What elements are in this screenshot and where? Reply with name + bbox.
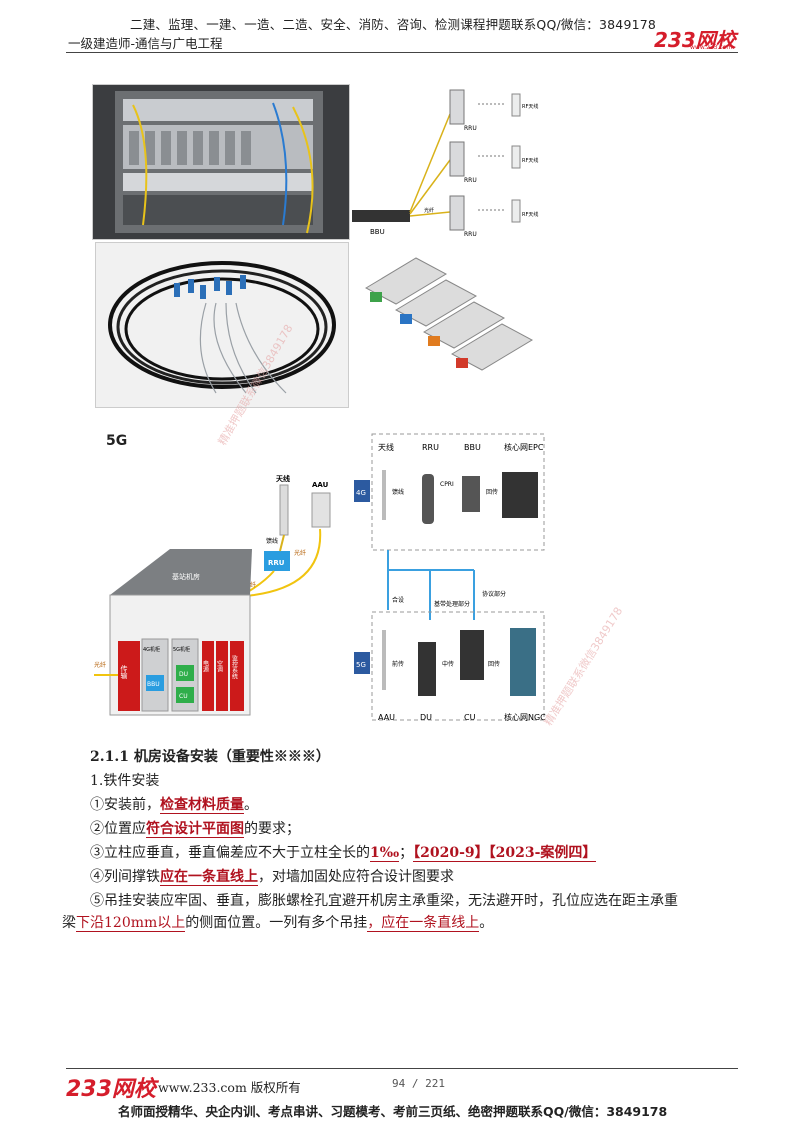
item-1-highlight: 检查材料质量 bbox=[160, 797, 244, 814]
station-antenna-label: 天线 bbox=[276, 474, 290, 483]
evolution-diagram: 天线 RRU BBU 核心网EPC 4G 馈线 CPRI 回传 合设 基带处理部… bbox=[354, 430, 550, 730]
item-5-highlight-1: 下沿120mm以上 bbox=[76, 915, 186, 932]
station-aau-label: AAU bbox=[312, 481, 329, 489]
station-rru-label: RRU bbox=[268, 559, 285, 567]
item-5-l2-post: 。 bbox=[479, 915, 494, 931]
evo-label-5g: 5G bbox=[356, 661, 366, 669]
item-5-highlight-2: ，应在一条直线上 bbox=[367, 915, 480, 932]
evo-f-aau: AAU bbox=[378, 713, 395, 722]
evo-midhaul: 中传 bbox=[442, 660, 454, 668]
item-1-pre: ①安装前， bbox=[90, 797, 160, 813]
header-subtitle: 一级建造师-通信与广电工程 bbox=[68, 36, 223, 51]
item-3-mid: ； bbox=[399, 845, 414, 861]
station-cu-label: CU bbox=[179, 693, 188, 700]
item-5-l2-mid: 的侧面位置。一列有多个吊挂 bbox=[185, 915, 368, 931]
station-ac-label: 空调 bbox=[216, 659, 223, 673]
header-divider bbox=[66, 52, 738, 53]
item-3: ③立柱应垂直，垂直偏差应不大于立柱全长的1‰；【2020-9】【2023-案例四… bbox=[90, 842, 597, 865]
base-station-diagram: 天线 AAU 馈线 RRU 光纤 光纤 基站机房 传输 4G机柜 BBU 5G机… bbox=[94, 455, 354, 717]
item-2-post: 的要求； bbox=[244, 821, 300, 837]
item-5-line-2: 梁下沿120mm以上的侧面位置。一列有多个吊挂，应在一条直线上。 bbox=[62, 912, 493, 935]
station-fiber-in-label: 光纤 bbox=[94, 661, 106, 669]
evo-f-core: 核心网NGC bbox=[504, 712, 546, 722]
item-4-pre: ④列间撑铁 bbox=[90, 869, 160, 885]
evo-h-antenna: 天线 bbox=[378, 442, 394, 452]
watermark-2: 精准押题联系微信3849178 bbox=[541, 604, 626, 728]
item-3-highlight: 1‰ bbox=[370, 845, 400, 862]
item-5-line-1: ⑤吊挂安装应牢固、垂直，膨胀螺栓孔宜避开机房主承重梁，无法避开时，孔位应选在距主… bbox=[90, 893, 678, 909]
evo-backhaul: 回传 bbox=[486, 488, 498, 496]
station-cab5g-label: 5G机柜 bbox=[173, 646, 190, 653]
station-monitor-label: 监控系统 bbox=[231, 654, 238, 680]
station-feeder-label: 馈线 bbox=[266, 537, 278, 545]
evo-split1: 基带处理部分 bbox=[434, 600, 470, 608]
evo-fronthaul: 前传 bbox=[392, 660, 404, 668]
item-2: ②位置应符合设计平面图的要求； bbox=[90, 818, 300, 841]
sfp-modules-photo bbox=[356, 248, 546, 380]
evo-h-core: 核心网EPC bbox=[504, 442, 544, 452]
station-transmission-label: 传输 bbox=[120, 664, 128, 680]
page-number: 94 / 221 bbox=[392, 1077, 445, 1090]
rru-label-1: RRU bbox=[464, 125, 477, 132]
evo-f-du: DU bbox=[420, 713, 432, 722]
item-4: ④列间撑铁应在一条直线上，对墙加固处应符合设计图要求 bbox=[90, 866, 454, 889]
footer-copyright: www.233.com 版权所有 bbox=[158, 1080, 301, 1095]
rru-label-3: RRU bbox=[464, 231, 477, 238]
fiber-cable-graphic bbox=[108, 261, 336, 394]
header-logo-url: www.233.com bbox=[690, 44, 733, 51]
item-3-exam-tag: 【2020-9】【2023-案例四】 bbox=[413, 845, 597, 862]
bbu-label: BBU bbox=[370, 228, 385, 236]
section-heading: 2.1.1 机房设备安装（重要性※※※） bbox=[90, 749, 330, 765]
item-3-pre: ③立柱应垂直，垂直偏差应不大于立柱全长的 bbox=[90, 845, 370, 861]
base-station-graphic: 天线 AAU 馈线 RRU 光纤 光纤 基站机房 传输 4G机柜 BBU 5G机… bbox=[94, 474, 331, 716]
station-du-label: DU bbox=[179, 671, 188, 678]
rru-bbu-graphic: BBU 光纤 RRU RRU RRU RF天线 RF天线 RF天线 bbox=[352, 89, 538, 238]
evo-merge: 合设 bbox=[392, 596, 404, 604]
evo-backhaul2: 回传 bbox=[488, 660, 500, 668]
cabinet-photo-graphic bbox=[93, 85, 349, 239]
station-fiber2-label: 光纤 bbox=[294, 549, 306, 557]
item-2-highlight: 符合设计平面图 bbox=[146, 821, 244, 838]
fiber-label: 光纤 bbox=[424, 207, 434, 214]
station-room-label: 基站机房 bbox=[172, 572, 200, 581]
evo-h-rru: RRU bbox=[422, 443, 439, 452]
sfp-modules-graphic bbox=[364, 257, 534, 371]
footer-divider bbox=[66, 1068, 738, 1069]
antenna-label-3: RF天线 bbox=[522, 211, 538, 218]
item-1: ①安装前，检查材料质量。 bbox=[90, 794, 258, 817]
item-1-post: 。 bbox=[244, 797, 258, 813]
evo-label-4g: 4G bbox=[356, 489, 366, 497]
evolution-graphic: 天线 RRU BBU 核心网EPC 4G 馈线 CPRI 回传 合设 基带处理部… bbox=[354, 433, 546, 722]
station-power-label: 电源 bbox=[202, 659, 209, 673]
evo-feeder: 馈线 bbox=[392, 488, 404, 496]
fiveg-title: 5G bbox=[106, 433, 128, 449]
rru-bbu-diagram: BBU 光纤 RRU RRU RRU RF天线 RF天线 RF天线 bbox=[352, 84, 548, 240]
footer-bottom-line: 名师面授精华、央企内训、考点串讲、习题模考、考前三页纸、绝密押题联系QQ/微信：… bbox=[118, 1104, 668, 1119]
item-4-highlight: 应在一条直线上 bbox=[160, 869, 258, 886]
header-top-line: 二建、监理、一建、一造、二造、安全、消防、咨询、检测课程押题联系QQ/微信：38… bbox=[130, 17, 657, 32]
item-4-post: ，对墙加固处应符合设计图要求 bbox=[258, 869, 454, 885]
station-bbu-label: BBU bbox=[147, 681, 160, 688]
evo-cpri: CPRI bbox=[440, 481, 454, 488]
fiber-cable-photo bbox=[95, 242, 349, 408]
footer-logo: 233网校 bbox=[66, 1077, 156, 1102]
antenna-label-1: RF天线 bbox=[522, 103, 538, 110]
station-cab4g-label: 4G机柜 bbox=[143, 646, 160, 653]
subsection-title: 1.铁件安装 bbox=[90, 773, 160, 789]
evo-split2: 协议部分 bbox=[482, 590, 506, 598]
header-logo: 233网校 bbox=[654, 28, 736, 52]
evo-h-bbu: BBU bbox=[464, 443, 481, 452]
cabinet-photo bbox=[92, 84, 350, 240]
antenna-label-2: RF天线 bbox=[522, 157, 538, 164]
item-5-l2-pre: 梁 bbox=[62, 915, 76, 931]
evo-f-cu: CU bbox=[464, 713, 476, 722]
rru-label-2: RRU bbox=[464, 177, 477, 184]
item-2-pre: ②位置应 bbox=[90, 821, 146, 837]
